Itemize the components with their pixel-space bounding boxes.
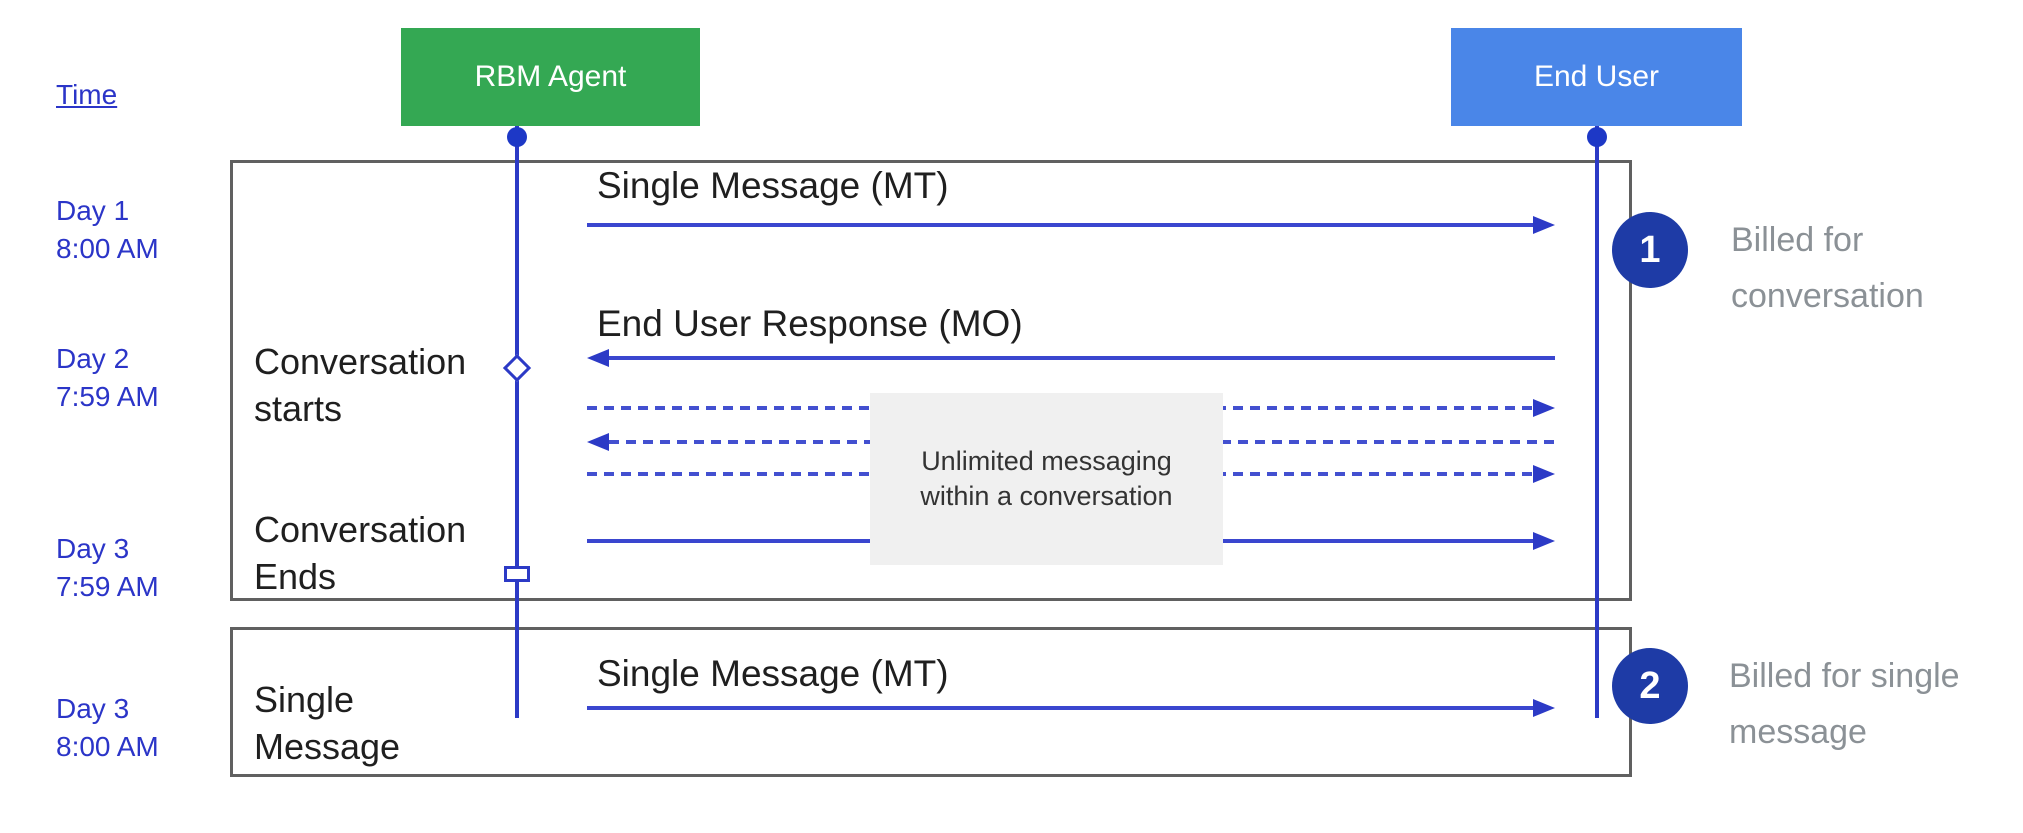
time-axis-label: Time: [56, 79, 118, 110]
mt-message-label: Single Message (MT): [597, 165, 949, 206]
mt-message-arrow: [587, 223, 1535, 227]
rbm-agent-label: RBM Agent: [474, 60, 627, 93]
conversation-end-square-icon: [504, 566, 530, 582]
unlimited-messaging-note: Unlimited messaging within a conversatio…: [870, 393, 1223, 565]
timestamp-day3-single: Day 3 8:00 AM: [56, 690, 159, 766]
billed-for-single-message-text: Billed for single message: [1729, 648, 1960, 760]
annotation-line: Ends: [254, 556, 337, 597]
annotation-line: Single: [254, 679, 355, 720]
timestamp-time: 8:00 AM: [56, 233, 159, 264]
end-user-label: End User: [1533, 60, 1660, 93]
conversation-frame: [230, 160, 1632, 601]
arrowhead-right-icon: [1533, 399, 1555, 417]
lifeline-anchor-dot-icon: [507, 127, 527, 147]
billed-line: Billed for single: [1729, 657, 1960, 695]
timestamp-day: Day 3: [56, 533, 130, 564]
billing-badge-1: 1: [1612, 212, 1688, 288]
arrowhead-right-icon: [1533, 699, 1555, 717]
timestamp-day1: Day 1 8:00 AM: [56, 192, 159, 268]
mo-response-label: End User Response (MO): [597, 303, 1023, 344]
mo-response-arrow: [609, 356, 1555, 360]
conversation-starts-annotation: Conversation starts: [254, 338, 466, 432]
rbm-agent-actor-box: RBM Agent: [401, 28, 700, 126]
conversation-ends-annotation: Conversation Ends: [254, 506, 466, 600]
arrowhead-right-icon: [1533, 532, 1555, 550]
arrowhead-right-icon: [1533, 465, 1555, 483]
arrowhead-left-icon: [587, 433, 609, 451]
badge-number: 1: [1639, 228, 1661, 271]
timestamp-day: Day 1: [56, 195, 130, 226]
note-line: Unlimited messaging: [921, 446, 1172, 476]
mt-single-message-label: Single Message (MT): [597, 653, 949, 694]
badge-number: 2: [1639, 664, 1661, 707]
rbm-agent-lifeline: [515, 126, 519, 718]
single-message-frame: [230, 627, 1632, 777]
timestamp-day: Day 3: [56, 693, 130, 724]
annotation-line: Conversation: [254, 509, 467, 550]
billed-for-conversation-text: Billed for conversation: [1731, 212, 1924, 324]
annotation-line: starts: [254, 388, 343, 429]
billing-badge-2: 2: [1612, 648, 1688, 724]
single-message-annotation: Single Message: [254, 676, 400, 770]
billed-line: conversation: [1731, 277, 1924, 315]
end-user-lifeline: [1595, 126, 1599, 718]
timestamp-day2: Day 2 7:59 AM: [56, 340, 159, 416]
lifeline-anchor-dot-icon: [1587, 127, 1607, 147]
billed-line: Billed for: [1731, 221, 1864, 259]
annotation-line: Message: [254, 726, 401, 767]
end-user-actor-box: End User: [1451, 28, 1742, 126]
mt-single-message-arrow: [587, 706, 1535, 710]
billed-line: message: [1729, 713, 1867, 751]
timestamp-time: 8:00 AM: [56, 731, 159, 762]
note-line: within a conversation: [920, 481, 1173, 511]
timestamp-day3-end: Day 3 7:59 AM: [56, 530, 159, 606]
arrowhead-left-icon: [587, 349, 609, 367]
timestamp-time: 7:59 AM: [56, 381, 159, 412]
timestamp-day: Day 2: [56, 343, 130, 374]
arrowhead-right-icon: [1533, 216, 1555, 234]
annotation-line: Conversation: [254, 341, 467, 382]
timestamp-time: 7:59 AM: [56, 571, 159, 602]
